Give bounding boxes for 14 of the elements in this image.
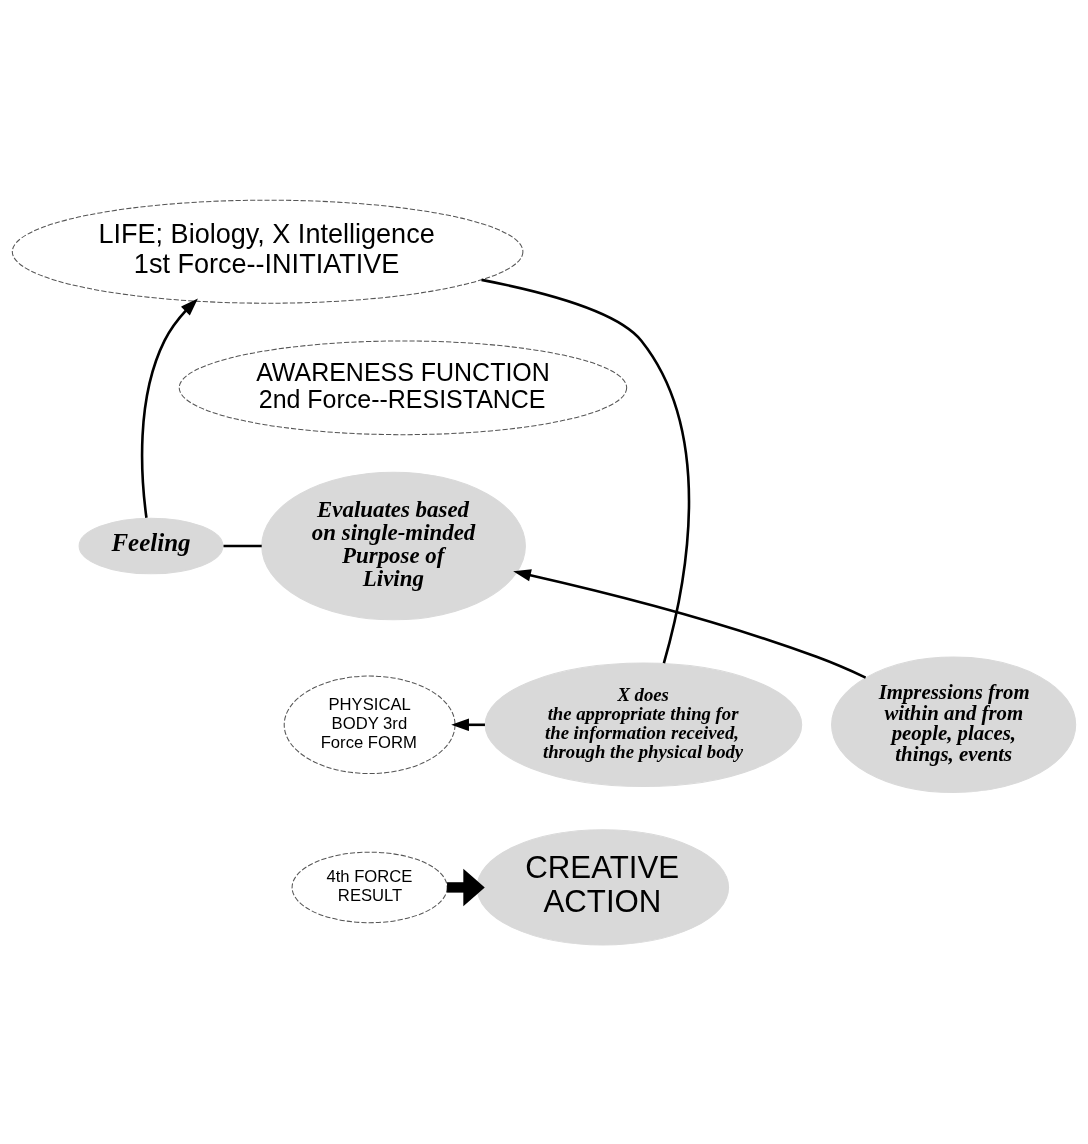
node-ellipse: CREATIVE ACTION <box>476 828 730 945</box>
node-ellipse: 4th FORCE RESULT <box>291 851 448 923</box>
connector <box>481 278 691 663</box>
node-ellipse: LIFE; Biology, X Intelligence 1st Force--INITIATIVE <box>11 199 524 304</box>
arrow <box>513 568 867 679</box>
node-ellipse: PHYSICAL BODY 3rd Force FORM <box>283 675 456 774</box>
node-ellipse: Feeling <box>78 517 224 574</box>
connector <box>223 544 262 547</box>
node-ellipse: Evaluates based on single-minded Purpose of Living <box>261 471 526 620</box>
arrow <box>447 868 485 906</box>
node-ellipse: X does the appropriate thing for the information received, through the physical body <box>484 662 803 787</box>
node-ellipse: AWARENESS FUNCTION 2nd Force--RESISTANCE <box>178 339 628 435</box>
node-ellipse: Impressions from within and from people, places, things, events <box>831 656 1077 793</box>
arrow <box>140 297 198 518</box>
